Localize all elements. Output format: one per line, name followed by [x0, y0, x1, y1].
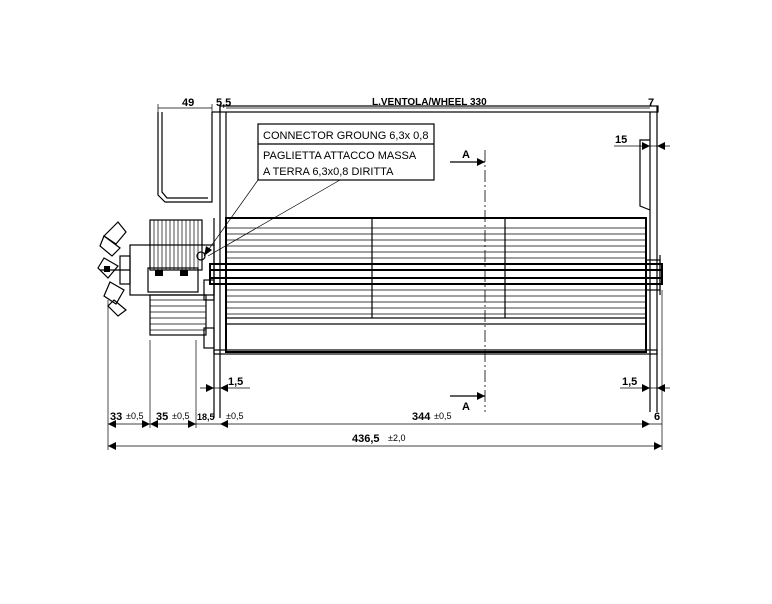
dim-344: 344 — [412, 411, 431, 423]
dim-344-tol: ±0,5 — [434, 411, 451, 421]
dim-436-5: 436,5 — [352, 433, 380, 445]
dim-35-tol: ±0,5 — [172, 411, 189, 421]
dim-49: 49 — [182, 97, 194, 109]
dim-wheel-length: L.VENTOLA/WHEEL 330 — [372, 97, 487, 108]
dim-15: 15 — [615, 134, 627, 146]
connector-note: CONNECTOR GROUNG 6,3x 0,8 PAGLIETTA ATTA… — [203, 123, 435, 257]
note-line-2: PAGLIETTA ATTACCO MASSA — [263, 150, 417, 162]
section-label-top: A — [462, 149, 470, 161]
dim-33: 33 — [110, 411, 122, 423]
section-label-bottom: A — [462, 401, 470, 413]
dim-18-5: 18,5 — [197, 412, 215, 422]
dim-1-5-left: 1,5 — [228, 376, 243, 388]
note-line-3: A TERRA 6,3x0,8 DIRITTA — [263, 166, 394, 178]
dim-1-5-right: 1,5 — [622, 376, 637, 388]
cooling-fan — [97, 221, 131, 317]
dim-7: 7 — [648, 97, 654, 109]
dim-5-5: 5,5 — [216, 97, 231, 109]
section-a-a: A A — [450, 149, 486, 413]
note-line-1: CONNECTOR GROUNG 6,3x 0,8 — [263, 130, 428, 142]
dim-35: 35 — [156, 411, 168, 423]
impeller-wheel — [209, 217, 663, 355]
bottom-dimensions: 1,5 1,5 33 ±0,5 35 ±0,5 18,5 ±0,5 344 ±0… — [107, 290, 670, 450]
dim-33-tol: ±0,5 — [126, 411, 143, 421]
dim-6: 6 — [654, 411, 660, 423]
dim-436-5-tol: ±2,0 — [388, 433, 405, 443]
motor-assembly — [129, 219, 215, 349]
dim-18-5-tol: ±0,5 — [226, 411, 243, 421]
top-dimensions: 49 5,5 L.VENTOLA/WHEEL 330 7 15 — [157, 97, 670, 150]
housing-outline — [157, 105, 659, 418]
